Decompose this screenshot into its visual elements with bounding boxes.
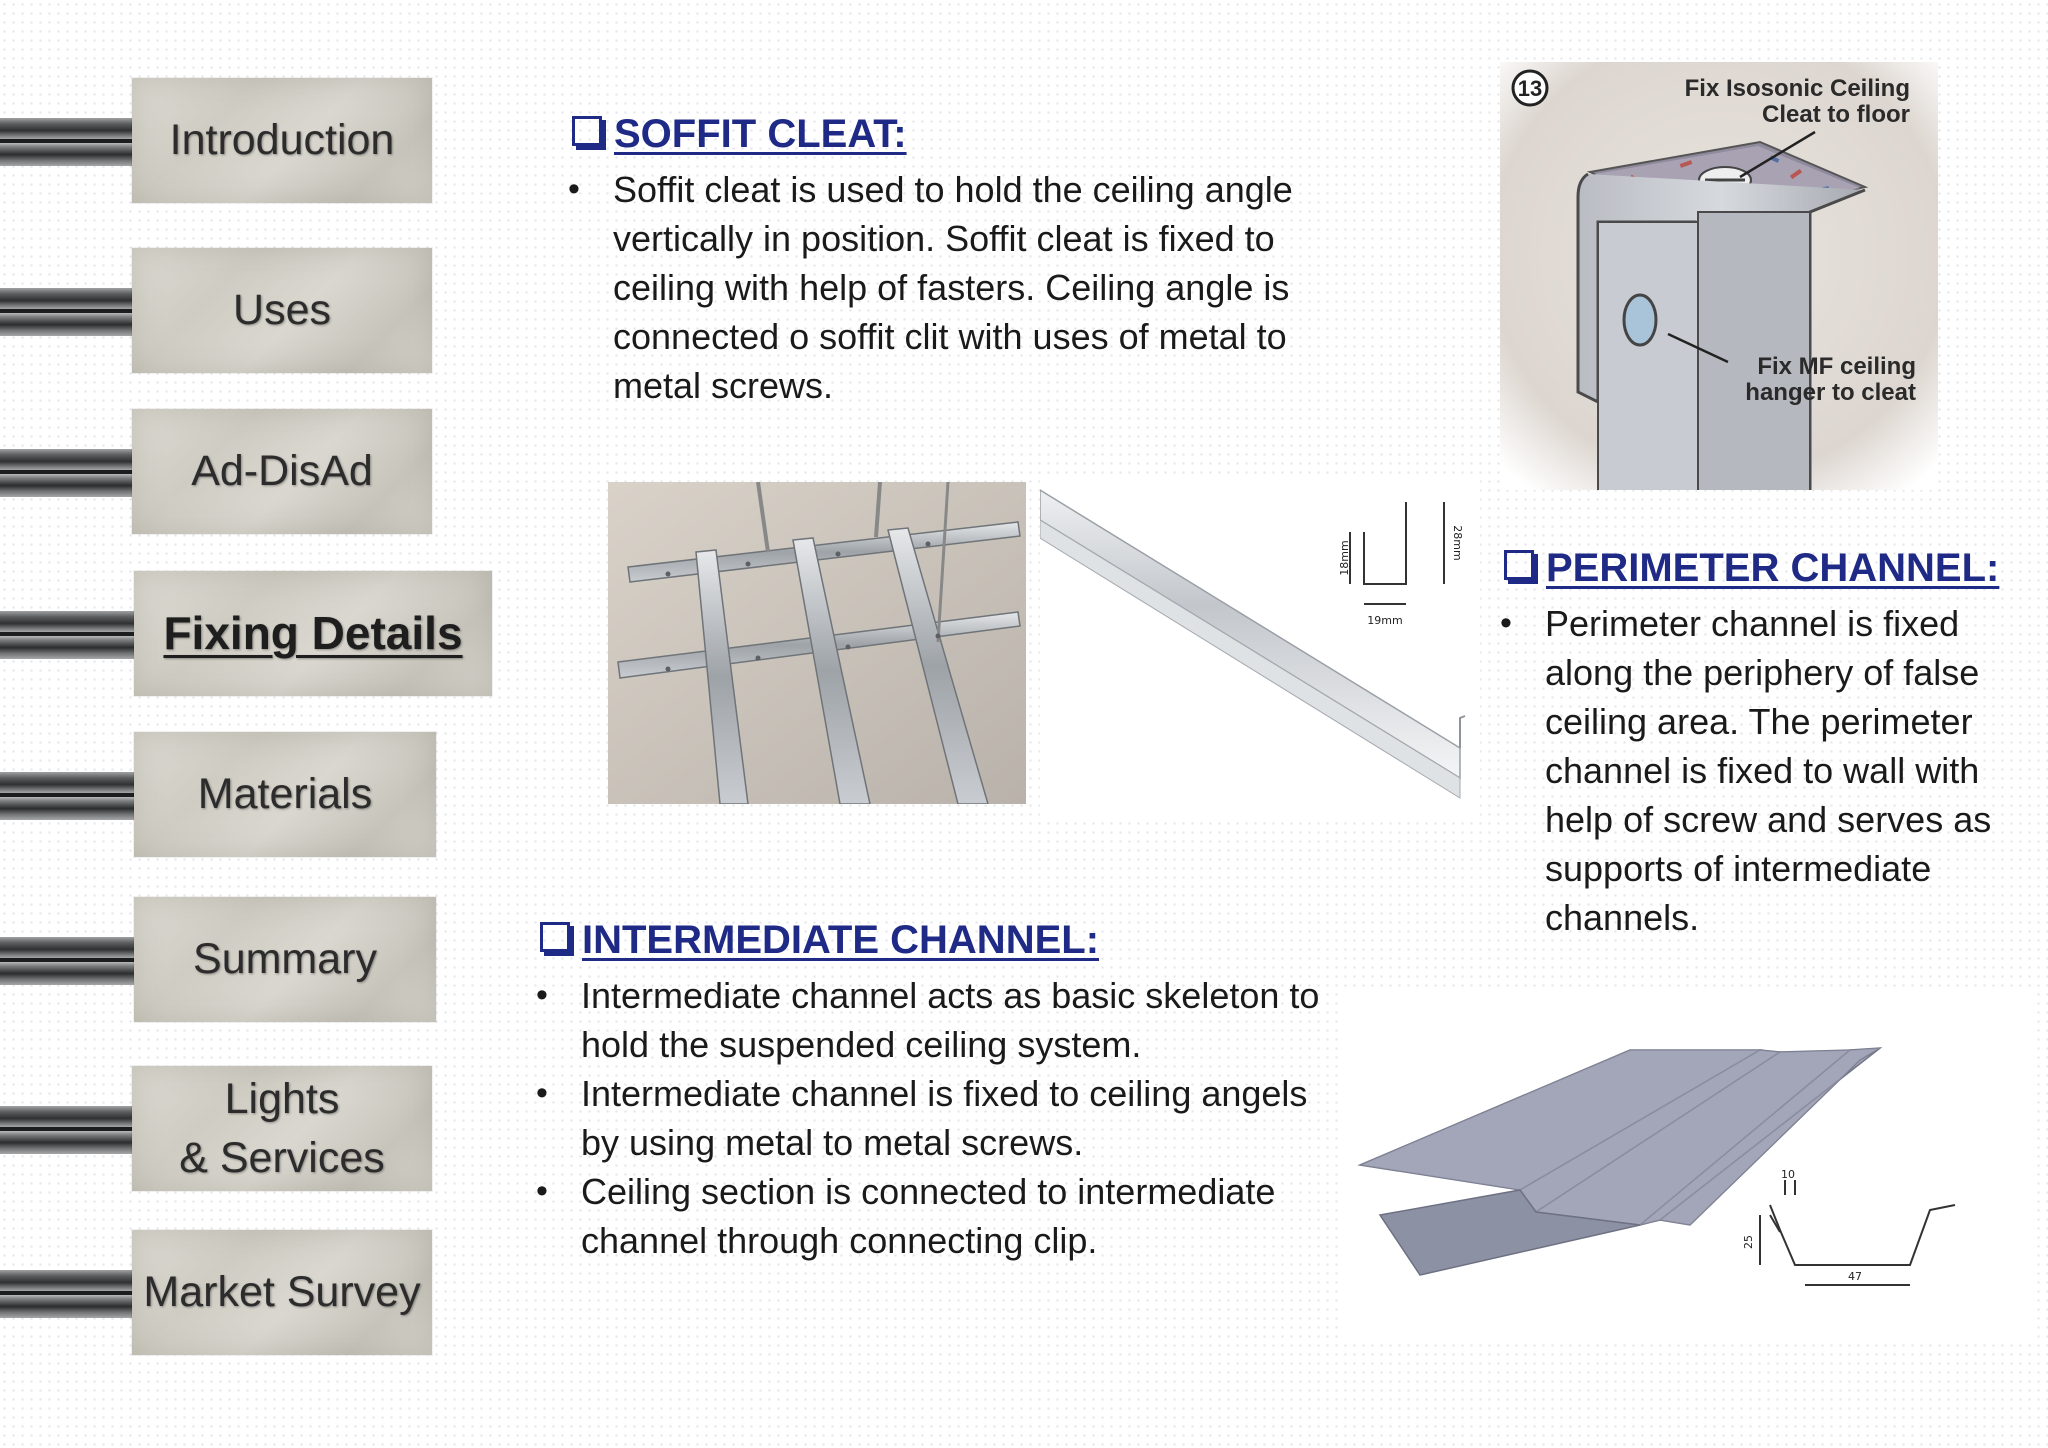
- nav-label: Introduction: [169, 116, 395, 165]
- rail-decoration: [0, 118, 150, 166]
- bullet-list: Soffit cleat is used to hold the ceiling…: [568, 165, 1308, 410]
- rail-decoration: [0, 611, 150, 659]
- bullet-item: Intermediate channel acts as basic skele…: [536, 971, 1336, 1069]
- cleat-diagram-image: 13 Fix Isosonic Ceiling Cleat to floor F…: [1500, 62, 1938, 490]
- dim-height: 25: [1742, 1235, 1755, 1249]
- callout-top-line2: Cleat to floor: [1762, 101, 1910, 128]
- dim-top: 10: [1781, 1168, 1795, 1181]
- perimeter-heading-text: PERIMETER CHANNEL:: [1546, 546, 2000, 590]
- ceiling-grid-svg: [608, 482, 1026, 804]
- nav-tab-ad-disad[interactable]: Ad-DisAd: [132, 409, 432, 534]
- intermediate-channel-image: 10 25 47: [1340, 990, 2032, 1340]
- nav-label: Uses: [233, 286, 331, 335]
- bullet-list: Perimeter channel is fixed along the per…: [1500, 599, 2020, 942]
- nav-label: Market Survey: [143, 1268, 421, 1317]
- dim-width: 47: [1848, 1270, 1862, 1283]
- checkbox-bullet-icon: [540, 921, 570, 952]
- dim-height-right: 28mm: [1451, 525, 1464, 560]
- cleat-diagram-svg: 13: [1500, 62, 1938, 490]
- soffit-cleat-section: SOFFIT CLEAT: Soffit cleat is used to ho…: [568, 112, 1348, 410]
- nav-tab-summary[interactable]: Summary: [134, 897, 436, 1022]
- checkbox-bullet-icon: [572, 115, 602, 146]
- callout-top: Fix Isosonic Ceiling Cleat to floor: [1610, 76, 1910, 128]
- ceiling-grid-photo: [608, 482, 1026, 804]
- nav-tab-uses[interactable]: Uses: [132, 248, 432, 373]
- nav-label: Summary: [193, 935, 377, 984]
- nav-tab-materials[interactable]: Materials: [134, 732, 436, 857]
- intermediate-channel-svg: 10 25 47: [1340, 990, 2032, 1340]
- section-heading: PERIMETER CHANNEL:: [1500, 546, 2020, 591]
- rail-decoration: [0, 1270, 150, 1318]
- nav-label: Materials: [197, 770, 373, 819]
- nav-label: Ad-DisAd: [191, 447, 373, 496]
- callout-bottom-line2: hanger to cleat: [1745, 379, 1916, 406]
- nav-tab-market-survey[interactable]: Market Survey: [132, 1230, 432, 1355]
- bullet-item: Soffit cleat is used to hold the ceiling…: [568, 165, 1308, 410]
- rail-decoration: [0, 937, 150, 985]
- perimeter-channel-section: PERIMETER CHANNEL: Perimeter channel is …: [1500, 546, 2020, 942]
- soffit-heading-text: SOFFIT CLEAT:: [614, 112, 907, 156]
- nav-tab-lights-services[interactable]: Lights & Services: [132, 1066, 432, 1191]
- intermediate-channel-section: INTERMEDIATE CHANNEL: Intermediate chann…: [536, 918, 1346, 1265]
- bullet-item: Intermediate channel is fixed to ceiling…: [536, 1069, 1336, 1167]
- checkbox-bullet-icon: [1504, 549, 1534, 580]
- nav-tab-fixing-details[interactable]: Fixing Details: [134, 571, 492, 696]
- nav-label-line2: & Services: [179, 1133, 385, 1182]
- bullet-item: Perimeter channel is fixed along the per…: [1500, 599, 2020, 942]
- section-heading: SOFFIT CLEAT:: [568, 112, 1348, 157]
- nav-label-line1: Lights: [224, 1075, 340, 1124]
- bullet-list: Intermediate channel acts as basic skele…: [536, 971, 1336, 1265]
- dim-width: 19mm: [1367, 614, 1402, 627]
- rail-decoration: [0, 449, 150, 497]
- section-heading: INTERMEDIATE CHANNEL:: [536, 918, 1346, 963]
- rail-decoration: [0, 288, 150, 336]
- callout-bottom-line1: Fix MF ceiling: [1757, 353, 1916, 380]
- intermediate-heading-text: INTERMEDIATE CHANNEL:: [582, 918, 1100, 962]
- perimeter-channel-svg: 18mm 28mm 19mm: [1040, 478, 1480, 818]
- rail-decoration: [0, 772, 150, 820]
- dim-height-left: 18mm: [1338, 540, 1351, 575]
- perimeter-channel-image: 18mm 28mm 19mm: [1040, 478, 1480, 818]
- callout-bottom: Fix MF ceiling hanger to cleat: [1676, 354, 1916, 406]
- nav-tab-introduction[interactable]: Introduction: [132, 78, 432, 203]
- rail-decoration: [0, 1106, 150, 1154]
- callout-top-line1: Fix Isosonic Ceiling: [1684, 75, 1910, 102]
- figure-number: 13: [1518, 76, 1542, 101]
- bullet-item: Ceiling section is connected to intermed…: [536, 1167, 1336, 1265]
- nav-label: Fixing Details: [163, 607, 463, 660]
